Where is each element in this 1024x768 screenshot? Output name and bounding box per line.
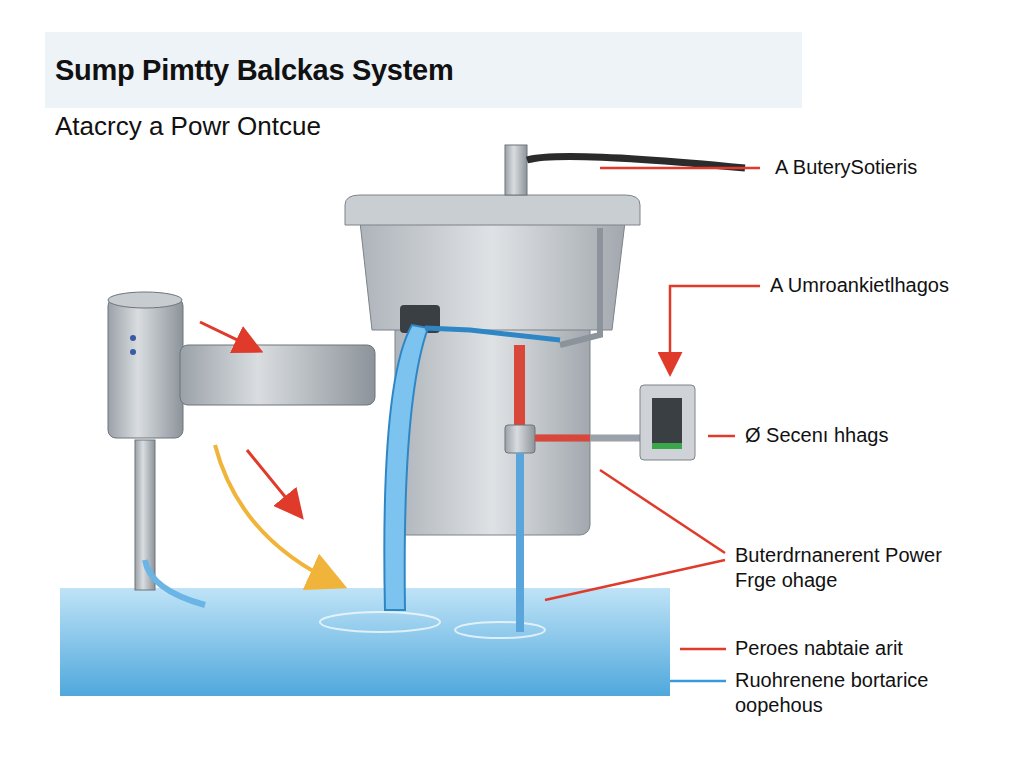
sump-tank	[395, 320, 590, 535]
subtitle: Atacrcy a Powr Ontcue	[55, 110, 321, 143]
diagram-title: Sump Pimtty Balckas System	[55, 52, 453, 88]
leader-line	[708, 435, 735, 438]
callout-label: A Umroankietlhagos	[770, 273, 949, 298]
water-stream	[384, 325, 428, 610]
leader-line	[545, 560, 725, 600]
callout-label: Buterdrnanerent Power Frge ohage	[735, 543, 975, 593]
callout-label: Ruohrenene bortarice oopehous	[735, 668, 950, 718]
title-band	[45, 32, 802, 108]
leader-line	[670, 680, 726, 683]
leader-line	[600, 470, 725, 553]
sump-water	[60, 588, 670, 696]
control-box	[640, 385, 695, 460]
leader-line	[670, 286, 760, 372]
callout-label: Ø Secenı hhags	[745, 423, 888, 448]
leader-line	[600, 167, 760, 170]
backup-pump	[108, 298, 183, 438]
callout-label: A ButerySotieris	[775, 155, 917, 180]
callout-label: Peroes nabtaie arit	[735, 636, 903, 661]
leader-line	[680, 648, 726, 651]
